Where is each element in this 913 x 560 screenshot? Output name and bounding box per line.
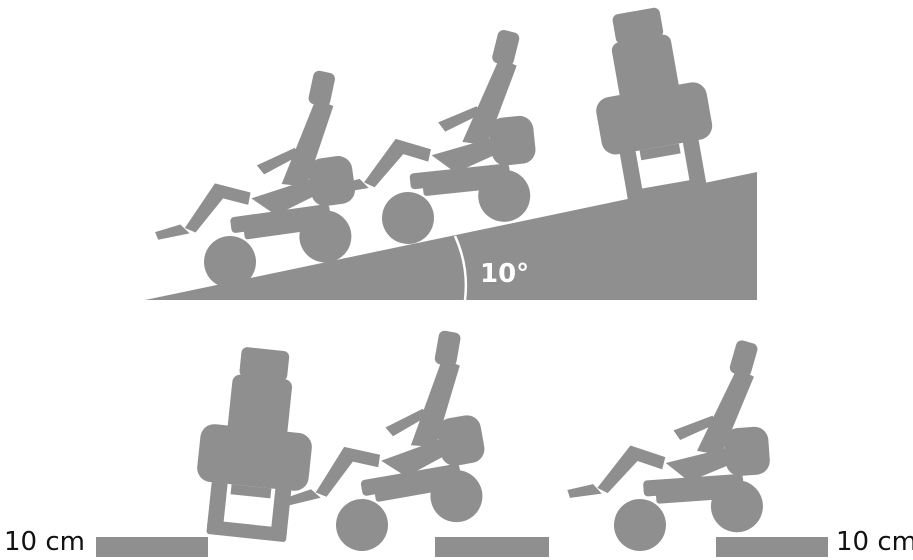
obstacle-left — [96, 537, 208, 557]
obstacle-right — [716, 537, 828, 557]
ramp — [145, 172, 757, 300]
obstacle-middle — [435, 537, 549, 557]
angle-label: 10° — [480, 259, 529, 289]
chair-lower-right — [557, 337, 776, 556]
chair-lower-left — [190, 343, 322, 544]
obstacle-height-label-right: 10 cm — [836, 527, 913, 557]
chair-upper-right — [580, 1, 724, 208]
chair-upper-middle — [319, 26, 544, 252]
obstacle-height-label-left: 10 cm — [4, 527, 85, 557]
angle-arc — [453, 235, 468, 301]
